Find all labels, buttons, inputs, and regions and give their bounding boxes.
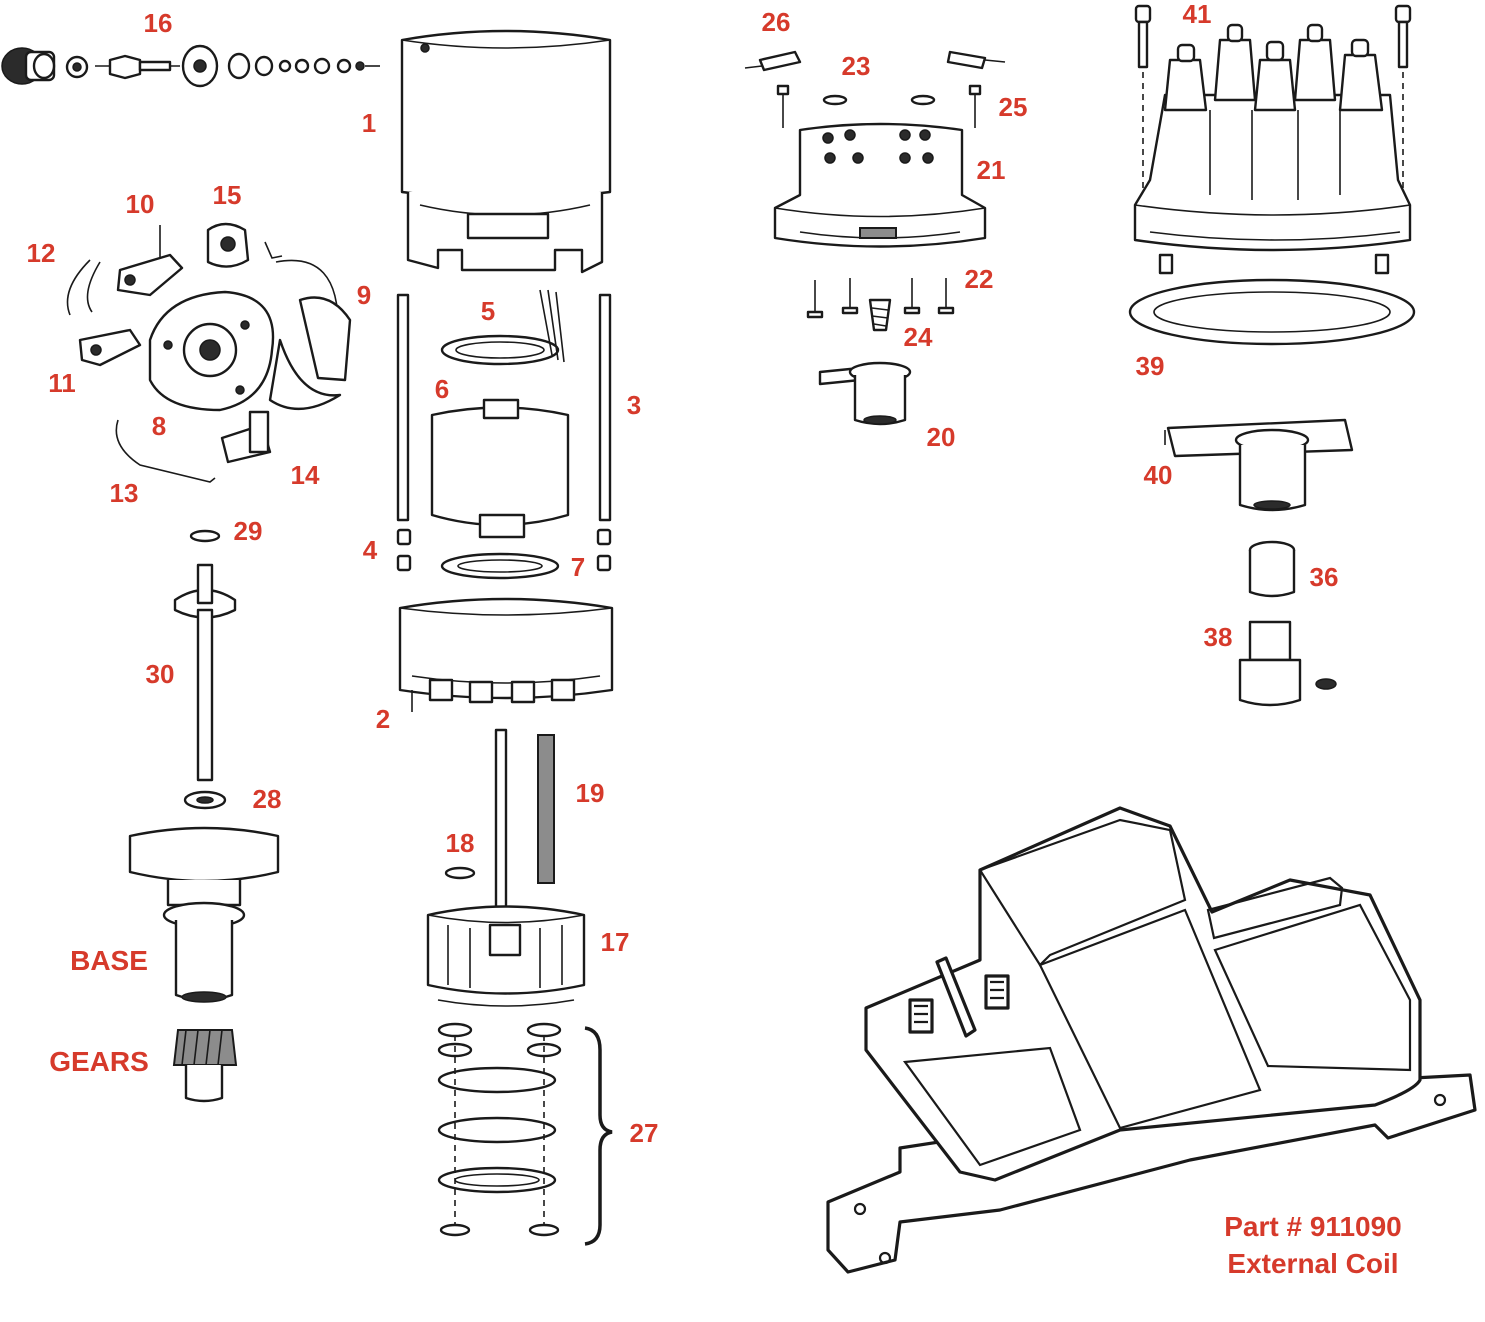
part-19-rod [537, 734, 555, 884]
part-17-shaft-pin [494, 728, 508, 917]
label-26: 26 [762, 7, 791, 37]
part-11-arm [78, 328, 142, 367]
part-23-washers [822, 94, 936, 106]
label-29: 29 [234, 516, 263, 546]
part-18-clip [444, 866, 476, 880]
label-4: 4 [363, 535, 378, 565]
part-3-posts [396, 293, 612, 572]
part-20-rotor [818, 361, 912, 426]
part-36-sleeve [1248, 540, 1296, 598]
label-18: 18 [446, 828, 475, 858]
part-7-ring [440, 552, 560, 580]
label-38: 38 [1204, 622, 1233, 652]
label-24: 24 [904, 322, 933, 352]
label-41: 41 [1183, 0, 1212, 29]
part-16-hardware [1, 44, 380, 88]
drive-gear [172, 1029, 238, 1103]
part-22-screws [806, 278, 955, 319]
label-40: 40 [1144, 460, 1173, 490]
label-gears: GEARS [49, 1046, 149, 1077]
label-15: 15 [213, 180, 242, 210]
part-6-drum [430, 398, 570, 539]
label-17: 17 [601, 927, 630, 957]
part-28-washer [183, 790, 227, 810]
label-base: BASE [70, 945, 148, 976]
distributor-base [128, 826, 280, 1003]
label-16: 16 [144, 8, 173, 38]
part-25-screws [776, 84, 982, 128]
part-30-shaft [173, 563, 237, 782]
label-1: 1 [362, 108, 376, 138]
part-29-clip [189, 529, 221, 543]
part-12-spring [66, 259, 101, 316]
part-labels: 16 1 15 10 12 9 5 11 6 3 8 14 13 29 4 7 … [27, 0, 1339, 1148]
part-9-condenser [268, 259, 352, 411]
label-25: 25 [999, 92, 1028, 122]
part-1-housing [400, 29, 612, 274]
part-24-spring [868, 298, 892, 332]
caption-name: External Coil [1227, 1248, 1398, 1279]
external-coil [826, 806, 1477, 1274]
part-8-breaker-plate [148, 290, 275, 412]
part-15-cam [206, 222, 283, 268]
part-17-hub [426, 905, 586, 1007]
part-14-points [220, 410, 272, 464]
label-12: 12 [27, 238, 56, 268]
label-2: 2 [376, 704, 390, 734]
label-21: 21 [977, 155, 1006, 185]
coil-caption: Part # 911090 External Coil [1224, 1211, 1402, 1279]
part-10-arm [116, 225, 184, 297]
label-30: 30 [146, 659, 175, 689]
part-38-collar [1238, 620, 1337, 707]
label-5: 5 [481, 296, 495, 326]
label-7: 7 [571, 552, 585, 582]
label-23: 23 [842, 51, 871, 81]
label-28: 28 [253, 784, 282, 814]
label-10: 10 [126, 189, 155, 219]
label-22: 22 [965, 264, 994, 294]
part-26-clips [744, 50, 1006, 72]
label-13: 13 [110, 478, 139, 508]
part-13-clip [115, 419, 216, 483]
label-14: 14 [291, 460, 320, 490]
part-2-lower-housing [398, 597, 614, 712]
label-3: 3 [627, 390, 641, 420]
part-39-gasket [1128, 253, 1416, 346]
part-27-washer-stack [437, 1022, 613, 1246]
label-36: 36 [1310, 562, 1339, 592]
part-21-cap [773, 122, 987, 248]
caption-part-number: Part # 911090 [1224, 1211, 1402, 1242]
part-5-gasket [440, 289, 565, 366]
label-39: 39 [1136, 351, 1165, 381]
label-6: 6 [435, 374, 449, 404]
label-9: 9 [357, 280, 371, 310]
part-40-rotor [1164, 418, 1354, 512]
label-11: 11 [48, 368, 76, 398]
label-19: 19 [576, 778, 605, 808]
label-20: 20 [927, 422, 956, 452]
part-41-cap [1133, 4, 1412, 252]
label-27: 27 [630, 1118, 659, 1148]
label-8: 8 [152, 411, 166, 441]
